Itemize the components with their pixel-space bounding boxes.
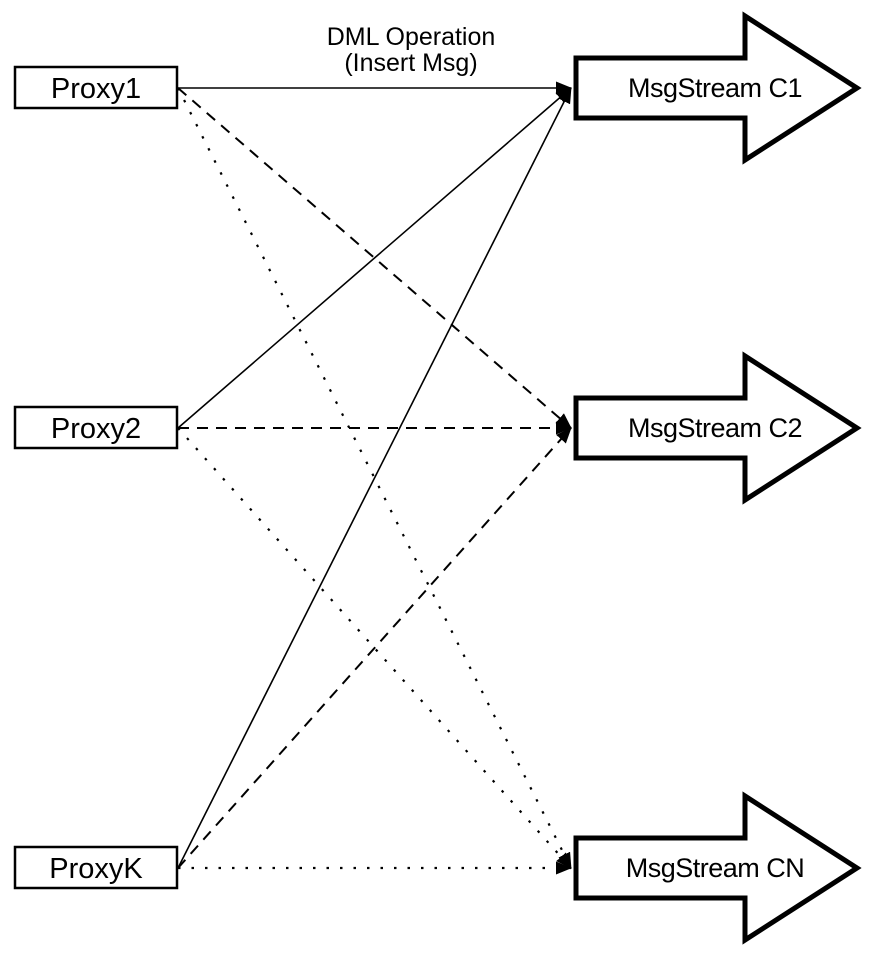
edges-group <box>177 81 572 875</box>
msgstream-c1-label: MsgStream C1 <box>628 73 802 103</box>
proxy2-box <box>13 405 179 450</box>
dml-operation-label-line1: DML Operation <box>327 23 496 51</box>
msgstream-c2-label: MsgStream C2 <box>628 413 802 443</box>
proxyK-label: ProxyK <box>49 853 143 885</box>
msgstream-c1-arrow <box>573 11 862 165</box>
proxy1-box <box>13 65 179 110</box>
node-msgstream-c2: MsgStream C2 <box>573 351 862 505</box>
node-proxyK: ProxyK <box>13 845 179 890</box>
dml-operation-annotation: DML Operation (Insert Msg) <box>327 23 496 77</box>
msgstream-c2-arrow <box>573 351 862 505</box>
node-msgstream-c1: MsgStream C1 <box>573 11 862 165</box>
edge-proxy1-c2-dashed <box>177 87 572 429</box>
msgstream-cN-arrow <box>573 791 862 945</box>
node-msgstream-cN: MsgStream CN <box>573 791 862 945</box>
proxy1-label: Proxy1 <box>51 73 141 105</box>
edge-proxyK-c2-dashed <box>177 427 572 869</box>
proxy2-label: Proxy2 <box>51 413 141 445</box>
proxyK-box <box>13 845 179 890</box>
node-proxy2: Proxy2 <box>13 405 179 450</box>
dml-operation-label-line2: (Insert Msg) <box>344 49 477 77</box>
edge-proxyK-c1-solid <box>177 87 572 869</box>
edge-proxy2-c1-solid <box>177 87 572 429</box>
node-proxy1: Proxy1 <box>13 65 179 110</box>
msgstream-cN-label: MsgStream CN <box>626 853 805 883</box>
